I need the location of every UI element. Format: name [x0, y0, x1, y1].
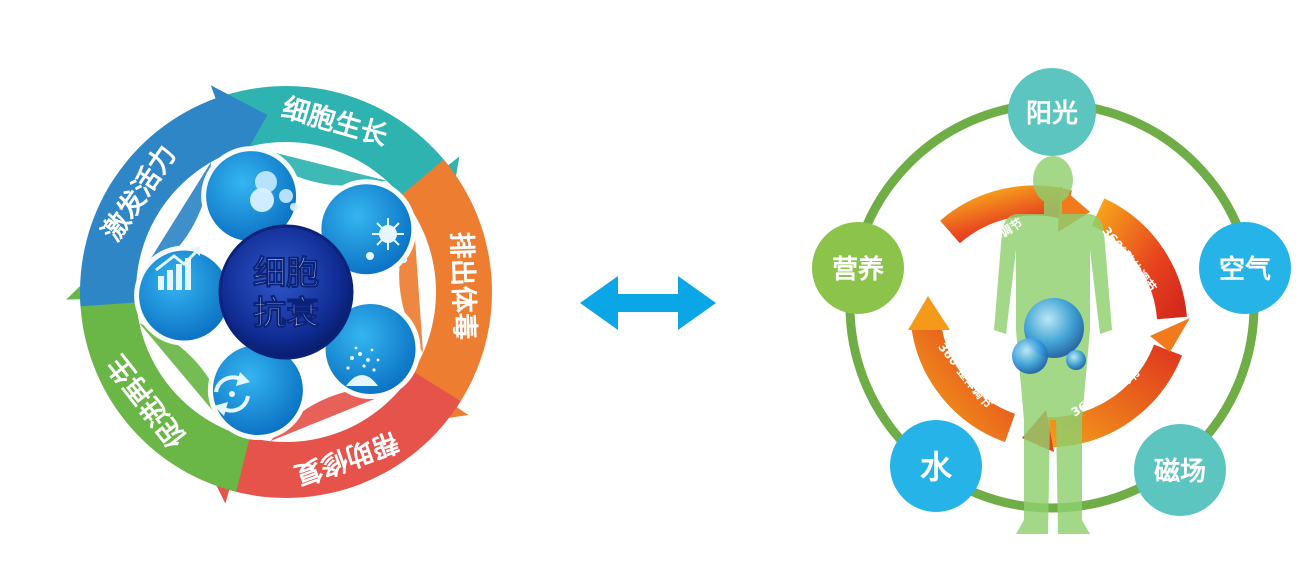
arrow-label-2: 排出体毒 [445, 231, 480, 340]
element-node-circle [812, 222, 904, 314]
arrow-petal-3 [197, 371, 461, 504]
arrow-petal-1 [208, 86, 460, 220]
arrow-petal-4 [66, 254, 250, 492]
element-node-label: 营养 [832, 254, 884, 285]
center-label-line2: 抗衰 [253, 293, 319, 332]
icon-circle-3 [325, 304, 416, 395]
arrow-petal-inner-3 [270, 387, 401, 442]
arrow-petal-5 [80, 85, 268, 307]
arrow-petal-inner-4 [139, 323, 230, 432]
icon-circle-2 [321, 184, 412, 275]
element-node-circle [890, 420, 982, 512]
cell-cluster-icon [1012, 298, 1086, 374]
arrow-petal-2 [398, 159, 492, 425]
growth-chart-icon [155, 246, 200, 290]
element-node-label: 磁场 [1154, 456, 1206, 487]
human-body-silhouette [994, 156, 1112, 534]
element-node-1: 阳光 [1008, 68, 1096, 156]
element-node-label: 空气 [1219, 254, 1271, 285]
cells-icon [250, 171, 298, 212]
icon-circle-4 [212, 345, 303, 436]
element-node-circle [1008, 68, 1096, 156]
element-node-circle [1199, 222, 1291, 314]
element-node-3: 磁场 [1134, 424, 1226, 516]
element-node-label: 阳光 [1026, 99, 1078, 129]
double-arrow-icon [580, 276, 716, 330]
element-node-2: 空气 [1199, 222, 1291, 314]
spray-icon [346, 346, 380, 386]
element-node-circle [1134, 424, 1226, 516]
center-cell: 细胞 抗衰 [218, 224, 354, 360]
cycle-icon [214, 372, 250, 416]
element-node-label: 水 [920, 448, 953, 486]
element-node-4: 水 [890, 420, 982, 512]
arrow-petal-inner-5 [136, 162, 211, 282]
icon-circle-5 [139, 250, 230, 341]
center-label-line1: 细胞 [253, 253, 319, 292]
cycle-petals [66, 85, 492, 504]
element-node-5: 营养 [812, 222, 904, 314]
arrow-petal-inner-1 [249, 146, 387, 186]
virus-icon [366, 218, 407, 263]
